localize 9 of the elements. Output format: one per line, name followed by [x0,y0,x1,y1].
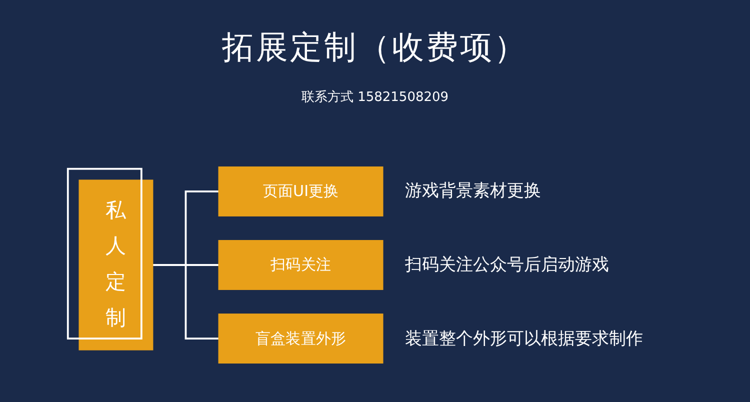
node-box: 扫码关注 [218,240,384,290]
node-box: 盲盒装置外形 [218,314,384,364]
description-text: 游戏背景素材更换 [404,180,541,202]
description-text: 扫码关注公众号后启动游戏 [404,254,609,276]
title: 拓展定制（收费项） [222,28,528,66]
contact-info: 联系方式 15821508209 [301,89,449,106]
connector [152,264,219,340]
description-text: 装置整个外形可以根据要求制作 [404,328,643,350]
node-box: 页面UI更换 [218,166,384,216]
